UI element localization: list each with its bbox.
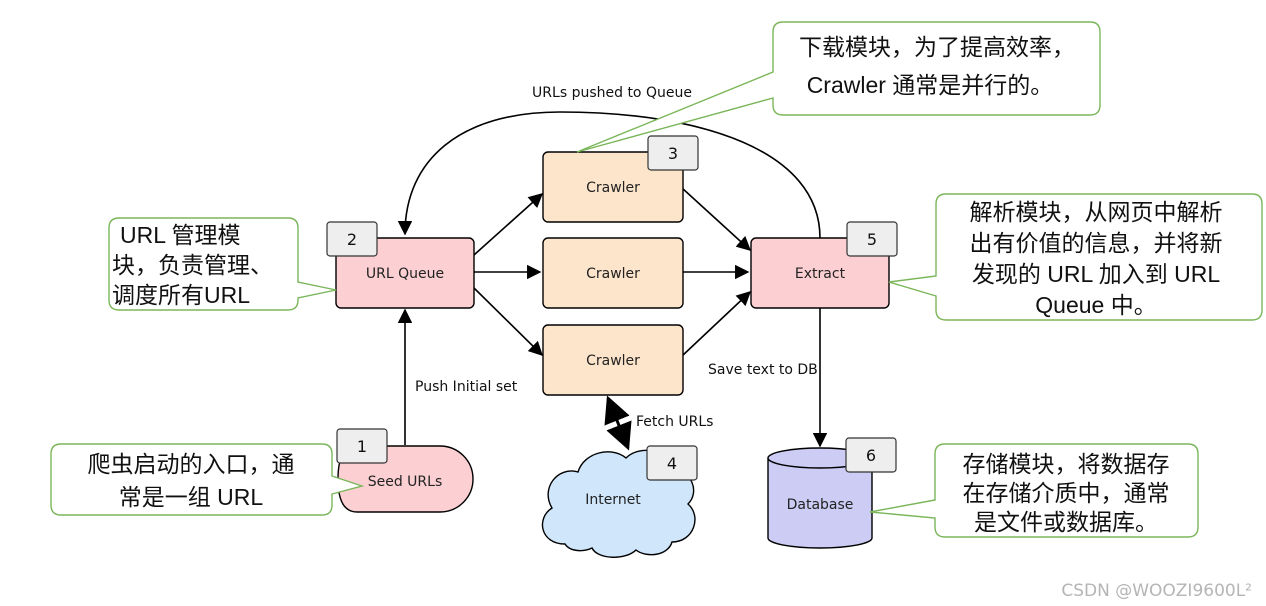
- database-label: Database: [787, 497, 854, 513]
- svg-text:4: 4: [667, 454, 677, 473]
- badge-3: 3: [647, 135, 699, 171]
- svg-text:2: 2: [347, 230, 357, 249]
- extract-label: Extract: [795, 266, 846, 282]
- callout-queue-line-3: 调度所有URL: [112, 282, 250, 308]
- callout-crawler: 下载模块，为了提高效率， Crawler 通常是并行的。: [576, 21, 1101, 153]
- badge-4: 4: [646, 445, 698, 481]
- internet-label: Internet: [585, 492, 641, 508]
- svg-text:3: 3: [668, 144, 678, 163]
- callout-seed-line-1: 爬虫启动的入口，通: [88, 451, 295, 477]
- callout-database-line-2: 在存储介质中，通常: [963, 480, 1170, 506]
- crawler-middle-node: Crawler: [542, 237, 684, 309]
- badge-1: 1: [336, 428, 388, 464]
- callout-seed-line-2: 常是一组 URL: [119, 484, 264, 510]
- crawler-top-node: Crawler: [542, 151, 684, 223]
- edge-label-urls-pushed: URLs pushed to Queue: [532, 85, 692, 101]
- callout-extract-line-2: 出有价值的信息，并将新: [970, 230, 1223, 256]
- badge-2: 2: [326, 221, 378, 257]
- edge-label-save-text: Save text to DB: [708, 362, 818, 378]
- callout-extract-line-4: Queue 中。: [1035, 292, 1156, 318]
- edge-label-fetch-urls: Fetch URLs: [636, 414, 713, 430]
- callout-database-line-1: 存储模块，将数据存: [963, 451, 1170, 477]
- callout-queue-line-1: URL 管理模: [120, 222, 241, 248]
- callout-extract-line-1: 解析模块，从网页中解析: [970, 199, 1223, 225]
- svg-text:6: 6: [866, 446, 876, 465]
- seed-urls-label: Seed URLs: [368, 474, 443, 490]
- edge-label-push-initial: Push Initial set: [415, 379, 518, 395]
- callout-database-line-3: 是文件或数据库。: [974, 509, 1158, 535]
- arrow-urls-pushed-to-queue: [397, 111, 821, 239]
- svg-text:5: 5: [867, 230, 877, 249]
- svg-text:1: 1: [357, 437, 367, 456]
- crawler-bottom-node: Crawler: [542, 324, 684, 396]
- callout-seed: 爬虫启动的入口，通 常是一组 URL: [50, 443, 365, 516]
- crawler-bottom-label: Crawler: [586, 353, 640, 369]
- callout-extract: 解析模块，从网页中解析 出有价值的信息，并将新 发现的 URL 加入到 URL …: [888, 193, 1263, 321]
- callout-extract-line-3: 发现的 URL 加入到 URL: [972, 261, 1221, 287]
- callout-crawler-line-2: Crawler 通常是并行的。: [807, 72, 1054, 98]
- number-badges: 1 2 3 4 5 6: [326, 135, 898, 481]
- arrows: [397, 111, 828, 451]
- url-queue-label: URL Queue: [366, 266, 444, 282]
- arrow-queue-to-crawler-top: [473, 193, 544, 256]
- arrow-queue-to-crawler-bottom: [473, 287, 544, 357]
- crawler-top-label: Crawler: [586, 180, 640, 196]
- crawler-middle-label: Crawler: [586, 266, 640, 282]
- callout-crawler-line-1: 下载模块，为了提高效率，: [799, 34, 1075, 60]
- callout-queue-line-2: 块，负责管理、: [112, 252, 273, 278]
- arrow-crawler-top-to-extract: [681, 187, 752, 251]
- badge-6: 6: [845, 437, 897, 473]
- arrow-crawler-internet: [604, 395, 632, 451]
- badge-5: 5: [846, 221, 898, 257]
- callout-url-queue: URL 管理模 块，负责管理、 调度所有URL: [108, 217, 337, 311]
- arrow-crawler-bottom-to-extract: [681, 291, 752, 357]
- watermark: CSDN @WOOZI9600L²: [1061, 581, 1252, 601]
- callout-database: 存储模块，将数据存 在存储介质中，通常 是文件或数据库。: [869, 443, 1199, 538]
